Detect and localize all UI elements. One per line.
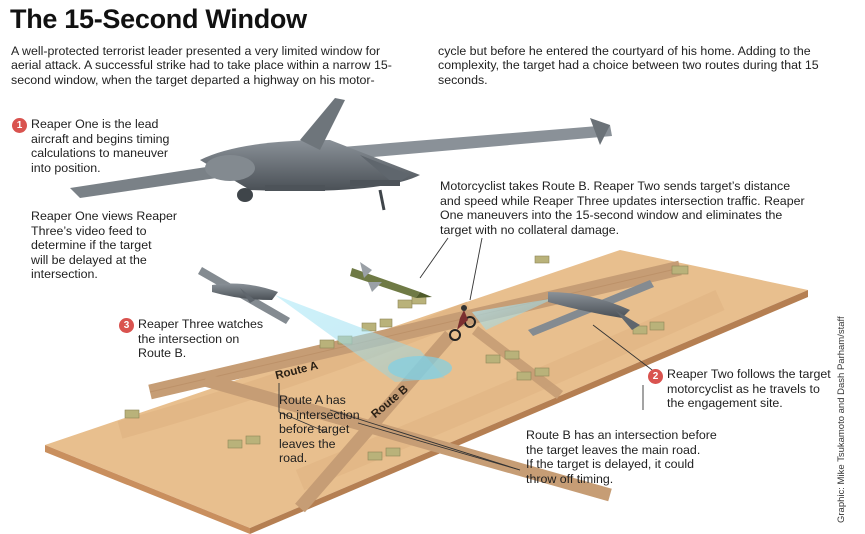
graphic-credit: Graphic: Mike Tsukamoto and Dash Parham/… [836, 316, 847, 523]
callout-reaper-two: Reaper Two follows the target motorcycli… [667, 367, 831, 411]
leader-lines [278, 237, 661, 471]
callout-number-3: 3 [119, 318, 134, 333]
terrain [45, 250, 808, 534]
callout-number-1: 1 [12, 118, 27, 133]
missile-icon [350, 262, 432, 298]
reaper-three-drone-icon [198, 267, 290, 324]
callout-motorcyclist: Motorcyclist takes Route B. Reaper Two s… [440, 179, 805, 237]
motorcycle-icon [449, 305, 476, 341]
callout-reaper-one-video: Reaper One views Reaper Three’s video fe… [31, 209, 178, 282]
intro-text-right: cycle but before he entered the courtyar… [438, 44, 819, 87]
note-route-a: Route A has no intersection before targe… [279, 393, 360, 466]
note-route-b: Route B has an intersection before the t… [526, 428, 717, 486]
callout-reaper-three: Reaper Three watches the intersection on… [138, 317, 264, 361]
callout-number-2: 2 [648, 369, 663, 384]
reaper-one-drone-icon [70, 98, 612, 211]
reaper-two-drone-icon [528, 280, 654, 336]
intro-text-left: A well-protected terrorist leader presen… [11, 44, 392, 87]
callout-reaper-one: Reaper One is the lead aircraft and begi… [31, 117, 170, 175]
page-title: The 15-Second Window [10, 4, 307, 34]
sensor-beams [275, 295, 555, 382]
